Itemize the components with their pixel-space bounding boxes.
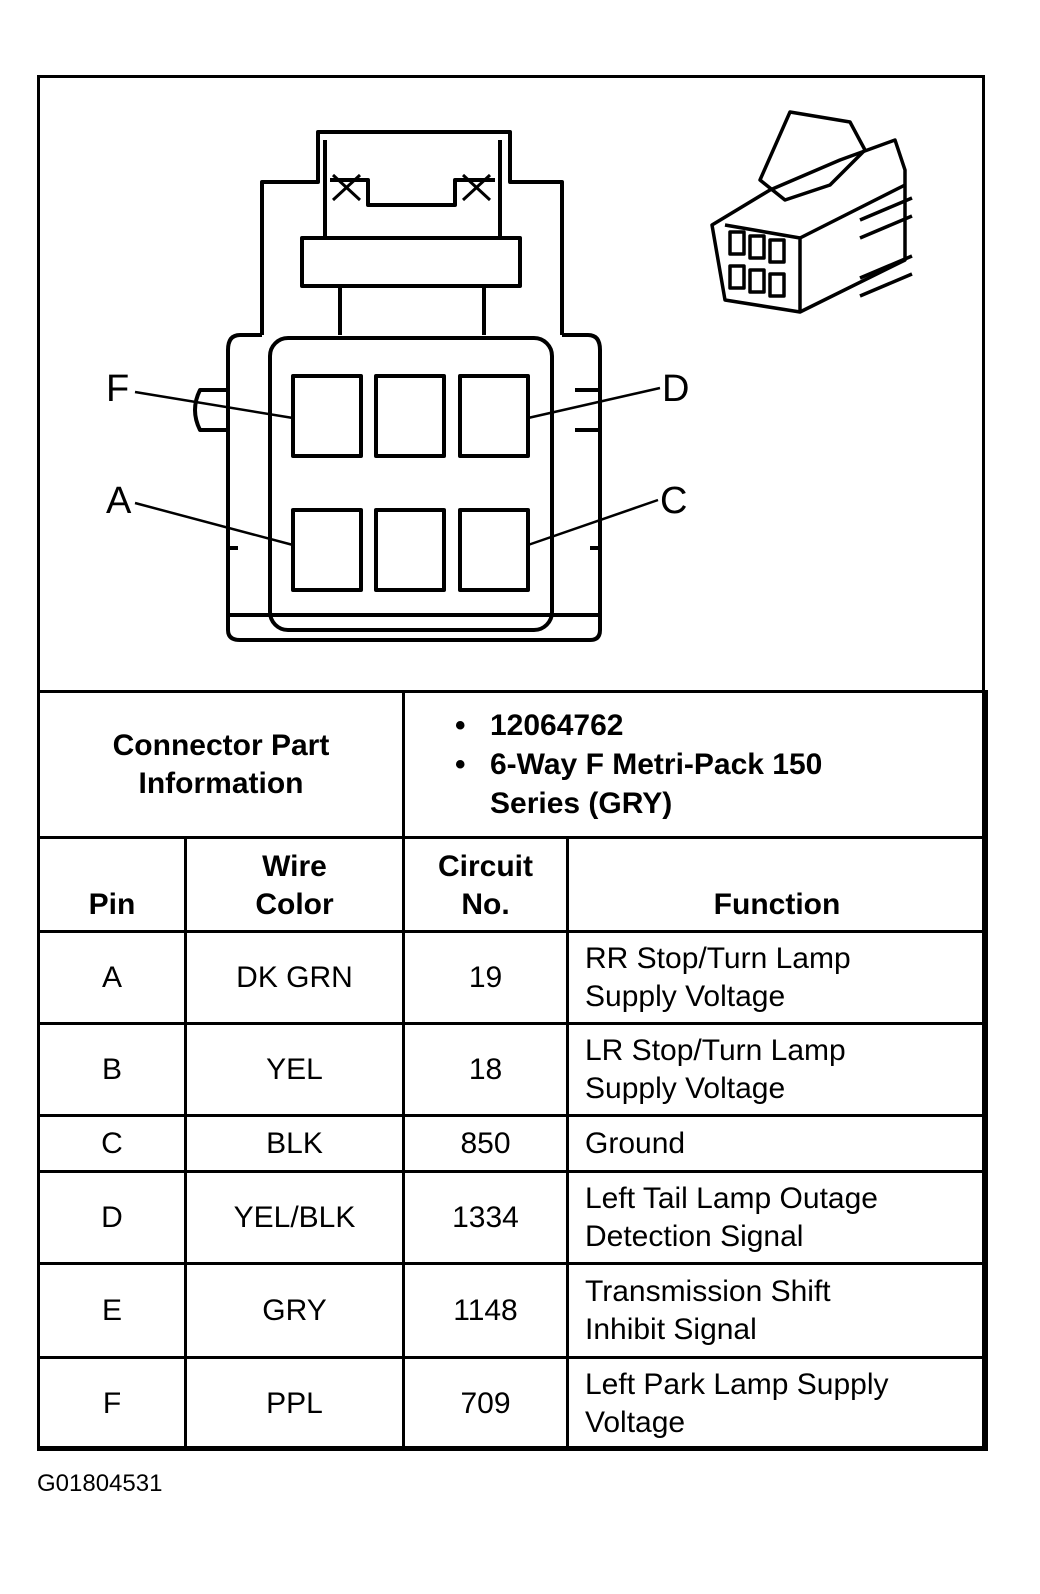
part-info-values: •12064762 •6-Way F Metri-Pack 150 Series… xyxy=(402,690,988,839)
pin-label-d: D xyxy=(662,368,690,410)
header-circuit: Circuit No. xyxy=(402,836,569,933)
header-pin: Pin xyxy=(37,836,187,933)
wire-cell: DK GRN xyxy=(184,930,405,1025)
table-row: B YEL 18 LR Stop/Turn Lamp Supply Voltag… xyxy=(37,1022,988,1117)
function-cell: RR Stop/Turn Lamp Supply Voltage xyxy=(566,930,988,1025)
pin-cell: B xyxy=(37,1022,187,1117)
table-row: C BLK 850 Ground xyxy=(37,1114,988,1173)
circuit-cell: 1334 xyxy=(402,1170,569,1265)
wire-cell: YEL xyxy=(184,1022,405,1117)
wire-cell: BLK xyxy=(184,1114,405,1173)
circuit-cell: 18 xyxy=(402,1022,569,1117)
function-cell: Left Tail Lamp Outage Detection Signal xyxy=(566,1170,988,1265)
table-row: A DK GRN 19 RR Stop/Turn Lamp Supply Vol… xyxy=(37,930,988,1025)
pin-label-a: A xyxy=(106,480,132,522)
pin-label-c: C xyxy=(660,480,688,522)
figure-id: G01804531 xyxy=(37,1470,163,1497)
function-cell: Ground xyxy=(566,1114,988,1173)
wire-cell: YEL/BLK xyxy=(184,1170,405,1265)
pin-table: Pin Wire Color Circuit No. Function A DK… xyxy=(37,836,988,1451)
connector-drawing xyxy=(134,110,913,642)
table-row: D YEL/BLK 1334 Left Tail Lamp Outage Det… xyxy=(37,1170,988,1265)
part-series: 6-Way F Metri-Pack 150 Series (GRY) xyxy=(490,748,823,820)
part-number: 12064762 xyxy=(490,709,624,742)
pin-cell: D xyxy=(37,1170,187,1265)
table-header-row: Pin Wire Color Circuit No. Function xyxy=(37,836,988,933)
pin-cell: A xyxy=(37,930,187,1025)
header-wire-color: Wire Color xyxy=(184,836,405,933)
table-row: F PPL 709 Left Park Lamp Supply Voltage xyxy=(37,1356,988,1451)
pin-cell: C xyxy=(37,1114,187,1173)
circuit-cell: 850 xyxy=(402,1114,569,1173)
pin-cell: F xyxy=(37,1356,187,1451)
function-cell: Transmission Shift Inhibit Signal xyxy=(566,1262,988,1359)
wire-cell: GRY xyxy=(184,1262,405,1359)
wire-cell: PPL xyxy=(184,1356,405,1451)
circuit-cell: 1148 xyxy=(402,1262,569,1359)
function-cell: Left Park Lamp Supply Voltage xyxy=(566,1356,988,1451)
function-cell: LR Stop/Turn Lamp Supply Voltage xyxy=(566,1022,988,1117)
header-function: Function xyxy=(566,836,988,933)
pin-label-f: F xyxy=(106,368,130,410)
circuit-cell: 19 xyxy=(402,930,569,1025)
table-row: E GRY 1148 Transmission Shift Inhibit Si… xyxy=(37,1262,988,1359)
part-info-label: Connector Part Information xyxy=(37,690,405,839)
connector-part-info: Connector Part Information •12064762 •6-… xyxy=(37,690,988,839)
pin-cell: E xyxy=(37,1262,187,1359)
circuit-cell: 709 xyxy=(402,1356,569,1451)
connector-3d-icon xyxy=(710,110,913,314)
